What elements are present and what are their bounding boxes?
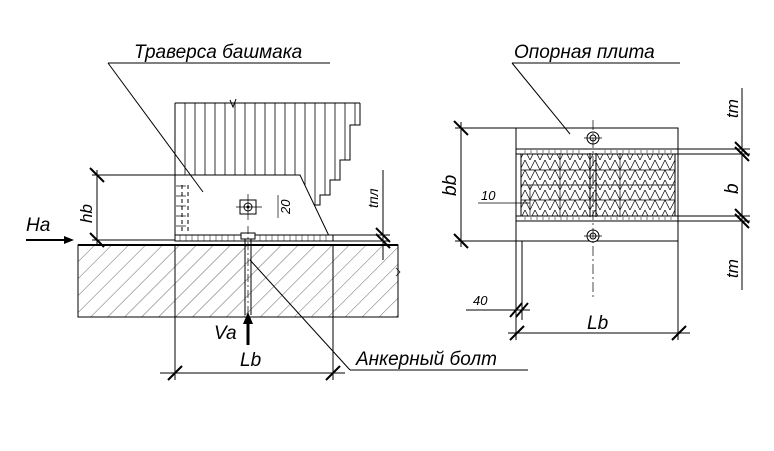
lb-right-dimension (508, 241, 690, 341)
base-plate-label: Опорная плита (514, 42, 655, 63)
left-elevation-view: Ha Va hb tпл 20 (26, 42, 528, 381)
dim-10-line (478, 185, 531, 215)
anchor-bolt (240, 226, 256, 318)
ha-label: Ha (26, 215, 50, 236)
bb-label: bb (440, 175, 461, 196)
lb-right-label: Lb (587, 313, 608, 334)
lb-left-dimension (160, 245, 345, 381)
dim-40-label: 40 (473, 293, 488, 308)
column-section (174, 98, 361, 238)
dim-10-label: 10 (481, 188, 496, 203)
va-label: Va (214, 323, 237, 344)
ha-arrow (26, 236, 74, 244)
lb-left-label: Lb (240, 350, 261, 371)
right-side-dimensions (678, 88, 750, 290)
break-mark (395, 267, 401, 277)
traverse-bolt (236, 194, 262, 220)
right-plan-view: Опорная плита bb 10 t (440, 42, 750, 341)
dim-20-label: 20 (278, 199, 293, 215)
hb-label: hb (77, 204, 96, 223)
anchor-bolt-label: Анкерный болт (355, 349, 497, 370)
va-arrow (243, 312, 253, 345)
leader-base-plate (511, 62, 680, 135)
b-label: b (722, 183, 743, 194)
leader-traverse (107, 62, 330, 193)
tm-top-label: tm (723, 99, 742, 118)
tpl-dimension (333, 170, 391, 260)
leader-anchor-bolt (249, 259, 528, 371)
hb-dimension (89, 167, 175, 248)
foundation-block (77, 244, 399, 318)
tm-bottom-label: tm (723, 259, 742, 278)
dim-40-line (466, 241, 530, 340)
tpl-label: tпл (365, 188, 381, 208)
bb-dimension (453, 120, 516, 249)
plan-column-section (515, 148, 679, 222)
traverse-label: Траверса башмака (134, 42, 302, 63)
